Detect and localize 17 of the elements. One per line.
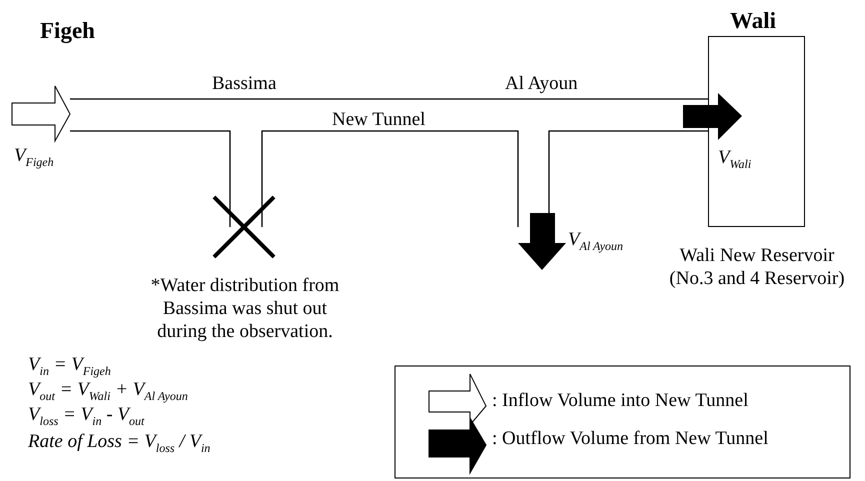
reservoir-title: Wali — [730, 8, 776, 34]
reservoir-box — [708, 36, 805, 227]
heading: Figeh — [40, 18, 95, 44]
reservoir-caption: Wali New Reservoir (No.3 and 4 Reservoir) — [668, 245, 846, 291]
legend-text: : Outflow Volume from New Tunnel — [492, 429, 768, 450]
formula: V$_{loss}$ = V$_{in}$ - V$_{out}$ — [28, 405, 144, 427]
formula: V$_{in}$ = V$_{Figeh}$ — [28, 355, 111, 377]
volume-label: V$_{Wali}$ — [718, 148, 752, 170]
note-text: *Water distribution from Bassima was shut out during the observation. — [150, 275, 340, 344]
pipe-label: Al Ayoun — [505, 74, 578, 95]
volume-label: V$_{Figeh}$ — [14, 146, 54, 168]
formula: V$_{out}$ = V$_{Wali}$ + V$_{Al Ayoun}$ — [28, 380, 188, 402]
legend-text: : Inflow Volume into New Tunnel — [492, 391, 748, 412]
pipe-label: Bassima — [212, 74, 276, 95]
volume-label: V$_{Al Ayoun}$ — [568, 230, 624, 252]
pipe-label: New Tunnel — [332, 110, 426, 131]
formula: Rate of Loss = V$_{loss}$ / V$_{in}$ — [28, 432, 210, 454]
